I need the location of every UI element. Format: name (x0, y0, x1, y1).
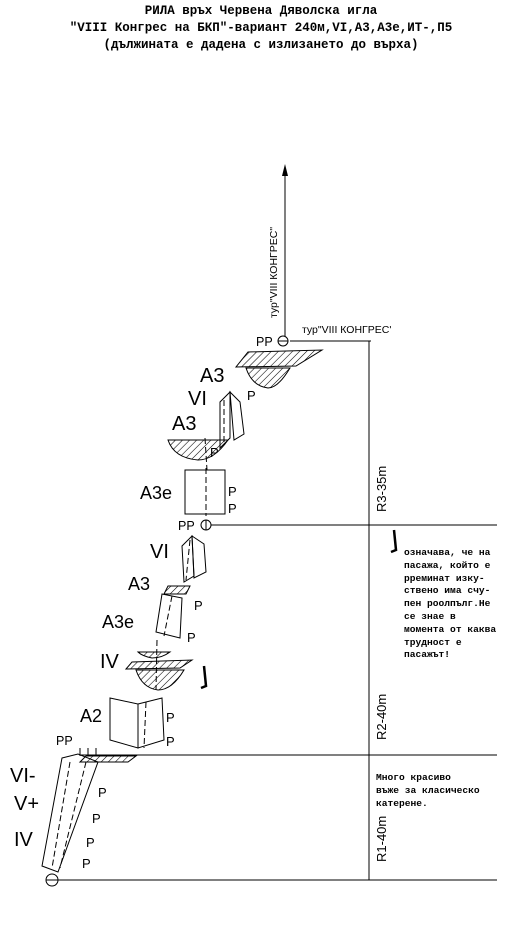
roof-lower (163, 585, 191, 595)
section-r2-label: R2-40m (374, 694, 389, 740)
legend-piton-icon (390, 529, 398, 554)
crack-r1 (41, 753, 99, 873)
grade-iv: IV (100, 651, 120, 673)
grade-iv-start: IV (14, 829, 34, 851)
svg-text:P: P (210, 445, 219, 460)
ledge-r2 (78, 755, 138, 763)
route-comment: Много красиво въже за класическо катерен… (376, 772, 480, 809)
title: РИЛА връх Червена Дяволска игла (144, 4, 378, 18)
broken-piton-icon (200, 665, 208, 690)
corner-lower (155, 593, 183, 639)
svg-text:P: P (166, 734, 175, 749)
roof-iv (124, 659, 194, 670)
svg-text:P: P (187, 630, 196, 645)
overhang-top (245, 367, 291, 389)
route-label-top: тур"VIII КОНГРЕС" (268, 227, 280, 318)
svg-text:P: P (228, 501, 237, 516)
svg-text:P: P (98, 785, 107, 800)
section-r3-label: R3-35m (374, 466, 389, 512)
arrow-up-icon (282, 164, 288, 176)
overhang-mid (167, 439, 229, 461)
book-a2 (109, 697, 139, 749)
svg-text:P: P (82, 856, 91, 871)
svg-text:PP: PP (256, 335, 273, 349)
svg-text:PP: PP (178, 519, 195, 533)
cairn-label: тур"VIII КОНГРЕС' (302, 324, 391, 336)
grade-a2: А2 (80, 706, 102, 726)
svg-text:P: P (86, 835, 95, 850)
grade-vi-lower: VI (150, 541, 169, 563)
route-name: "VIII Конгрес на БКП"-вариант 240м,VI,А3… (69, 21, 453, 35)
grade-v-plus: V+ (14, 793, 39, 815)
grade-a3-mid: А3 (172, 413, 196, 435)
grade-a3-lower: А3 (128, 574, 150, 594)
dihedral-upper (184, 469, 226, 515)
grade-a3e-upper: А3е (140, 483, 172, 503)
svg-text:P: P (228, 484, 237, 499)
grade-vi-upper: VI (188, 388, 207, 410)
svg-text:P: P (247, 388, 256, 403)
svg-text:P: P (166, 710, 175, 725)
svg-text:PP: PP (56, 734, 73, 748)
route-length-note: (дължината е дадена с излизането до върх… (103, 38, 419, 52)
grade-a3e-lower: А3е (102, 612, 134, 632)
grade-a3-top: А3 (200, 365, 224, 387)
section-r1-label: R1-40m (374, 816, 389, 862)
legend-note: означава, че на пасажа, който е pреминат… (404, 547, 497, 661)
roof-top (234, 349, 324, 368)
svg-text:P: P (194, 598, 203, 613)
svg-text:P: P (92, 811, 101, 826)
grade-vi-minus: VI- (10, 765, 36, 787)
